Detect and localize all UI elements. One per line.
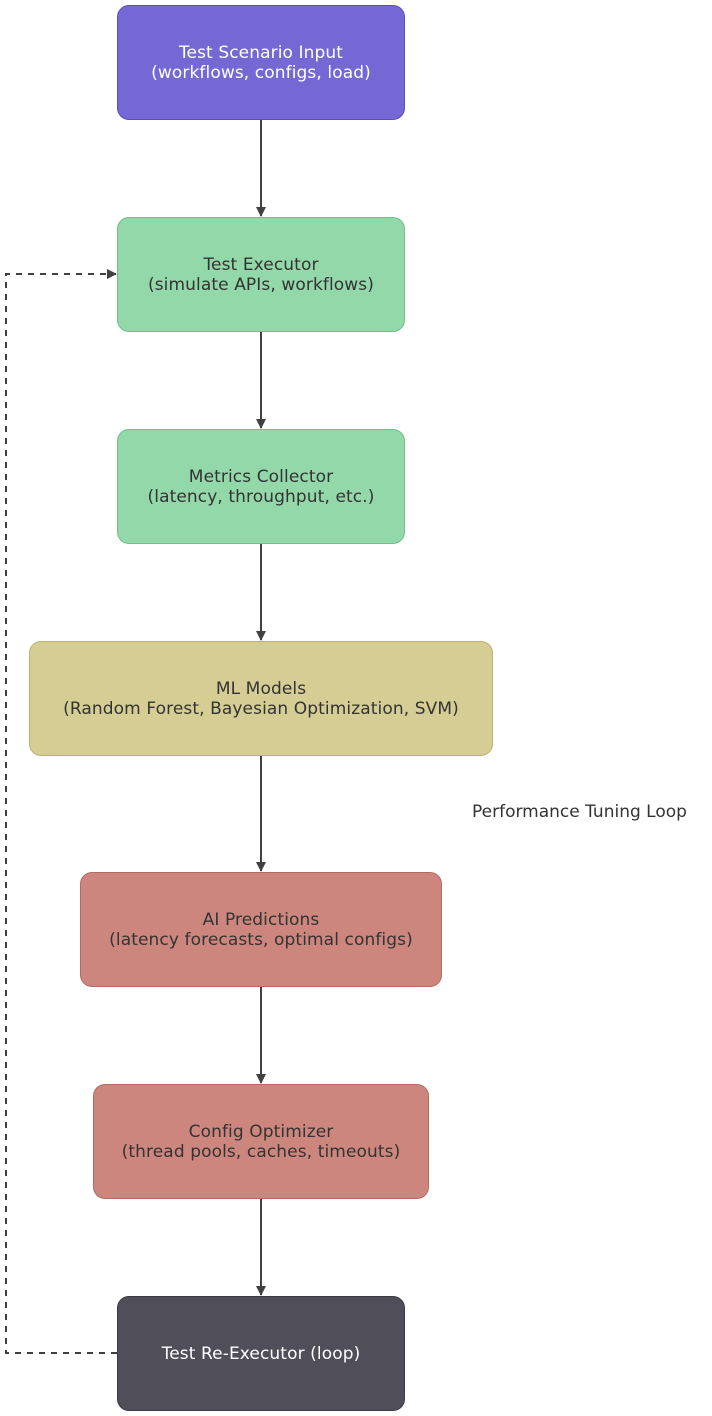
node-subtitle: (simulate APIs, workflows) [147,274,374,295]
edge-loop-test-re-executor-to-test-executor [5,269,117,1354]
node-subtitle: (thread pools, caches, timeouts) [121,1141,401,1162]
node-subtitle: (workflows, configs, load) [151,62,371,83]
node-subtitle: (Random Forest, Bayesian Optimization, S… [63,698,459,719]
node-ml-models: ML Models (Random Forest, Bayesian Optim… [29,641,493,756]
node-title: Test Re-Executor (loop) [161,1343,361,1364]
node-title: Config Optimizer [188,1121,334,1142]
node-test-scenario-input: Test Scenario Input (workflows, configs,… [117,5,405,120]
node-title: Metrics Collector [188,466,334,487]
node-title: Test Executor [203,254,319,275]
node-test-re-executor: Test Re-Executor (loop) [117,1296,405,1411]
loop-label: Performance Tuning Loop [472,802,687,822]
node-subtitle: (latency, throughput, etc.) [147,486,375,507]
node-ai-predictions: AI Predictions (latency forecasts, optim… [80,872,442,987]
node-title: AI Predictions [202,909,320,930]
node-metrics-collector: Metrics Collector (latency, throughput, … [117,429,405,544]
node-test-executor: Test Executor (simulate APIs, workflows) [117,217,405,332]
node-config-optimizer: Config Optimizer (thread pools, caches, … [93,1084,429,1199]
node-title: ML Models [215,678,307,699]
node-subtitle: (latency forecasts, optimal configs) [109,929,413,950]
node-title: Test Scenario Input [178,42,344,63]
